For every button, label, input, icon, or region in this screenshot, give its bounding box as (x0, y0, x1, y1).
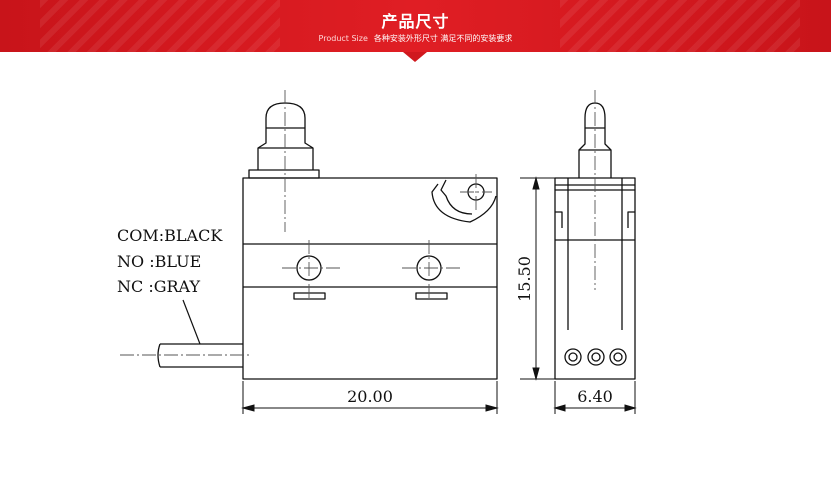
lever-cam (431, 179, 497, 223)
dimension-width (241, 381, 499, 414)
subtitle-en: Product Size (318, 34, 368, 43)
header-banner: 产品尺寸 Product Size 各种安装外形尺寸 满足不同的安装要求 (0, 0, 831, 52)
dimension-height-label: 15.50 (515, 256, 534, 302)
page-title: 产品尺寸 (381, 12, 450, 31)
plunger (248, 102, 320, 179)
centerlines (120, 90, 596, 356)
dimension-height (520, 176, 555, 381)
slot-right (415, 292, 448, 300)
switch-body (242, 177, 498, 380)
terminal-holes (564, 348, 627, 366)
banner-decoration-left (40, 0, 280, 52)
dimension-depth (553, 381, 637, 414)
label-com: COM:BLACK (117, 226, 223, 245)
banner-decoration-right (560, 0, 800, 52)
leader-line (182, 299, 201, 345)
label-nc: NC :GRAY (117, 277, 200, 296)
banner-notch (403, 52, 427, 62)
dimension-depth-label: 6.40 (577, 387, 613, 406)
cable (157, 343, 243, 368)
dimension-width-label: 20.00 (347, 387, 393, 406)
subtitle-cn: 各种安装外形尺寸 满足不同的安装要求 (373, 34, 513, 43)
front-view (157, 102, 498, 380)
page-subtitle: Product Size 各种安装外形尺寸 满足不同的安装要求 (0, 33, 831, 44)
slot-left (293, 292, 326, 300)
label-no: NO :BLUE (117, 252, 201, 271)
